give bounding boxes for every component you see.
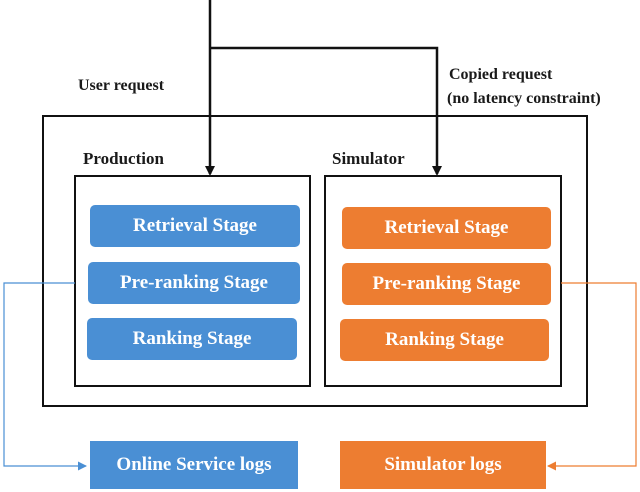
copied-request-arrow — [210, 46, 442, 176]
production-ranking-stage: Ranking Stage — [87, 318, 297, 360]
user-request-label: User request — [78, 77, 165, 94]
online-service-logs: Online Service logs — [90, 441, 298, 489]
simulator-pre-ranking-stage: Pre-ranking Stage — [342, 263, 551, 305]
production-pre-ranking-stage: Pre-ranking Stage — [88, 262, 300, 304]
simulator-retrieval-stage: Retrieval Stage — [342, 207, 551, 249]
copied-request-label-line1: Copied request — [449, 66, 553, 83]
simulator-ranking-stage: Ranking Stage — [340, 319, 549, 361]
outer-frame — [42, 115, 588, 407]
production-log-arrow — [3, 282, 87, 471]
production-label: Production — [83, 149, 164, 168]
simulator-logs: Simulator logs — [340, 441, 546, 489]
copied-request-label-line2: (no latency constraint) — [447, 90, 601, 107]
simulator-label: Simulator — [332, 149, 405, 168]
simulator-box — [324, 175, 562, 387]
simulator-log-arrow — [547, 282, 637, 471]
production-box — [74, 175, 311, 387]
production-retrieval-stage: Retrieval Stage — [90, 205, 300, 247]
